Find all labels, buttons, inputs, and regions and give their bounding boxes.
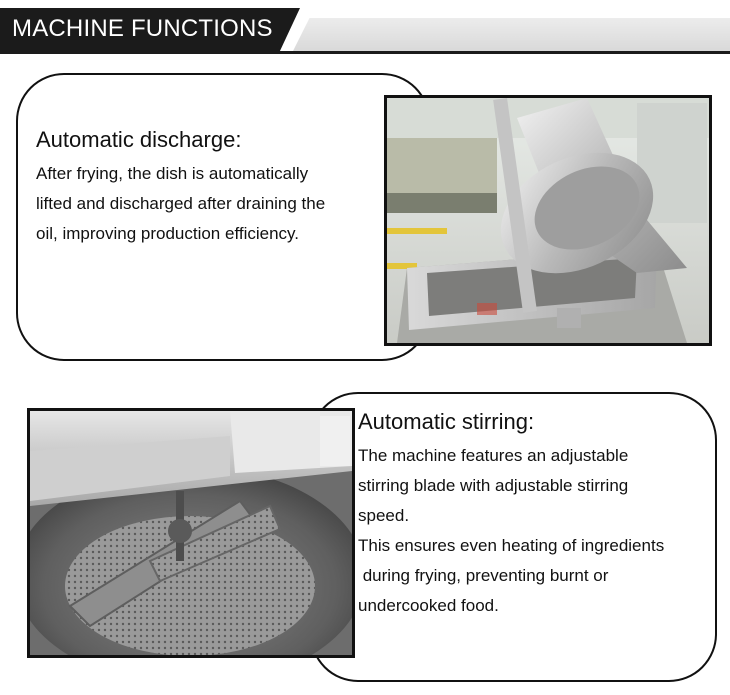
- discharge-description: After frying, the dish is automatically …: [36, 159, 325, 249]
- stirring-frame: [310, 392, 717, 682]
- header-banner: MACHINE FUNCTIONS: [0, 0, 730, 58]
- discharge-line: After frying, the dish is automatically: [36, 164, 309, 183]
- stirring-line: during frying, preventing burnt or: [358, 566, 609, 585]
- banner-dark-tab: [0, 8, 300, 53]
- discharge-heading: Automatic discharge:: [36, 127, 242, 152]
- stirring-photo: [27, 408, 355, 658]
- discharge-photo: [384, 95, 712, 346]
- stirring-line: undercooked food.: [358, 596, 499, 615]
- stirring-blade-illustration: [30, 411, 352, 655]
- discharge-frame: [16, 73, 430, 361]
- stirring-line: speed.: [358, 506, 410, 525]
- stirring-description: The machine features an adjustable stirr…: [358, 441, 664, 621]
- stirring-line: The machine features an adjustable: [358, 446, 629, 465]
- banner-grey-band: [292, 18, 730, 53]
- stirring-line: stirring blade with adjustable stirring: [358, 476, 629, 495]
- discharge-line: lifted and discharged after draining the: [36, 194, 326, 213]
- banner-underline: [0, 51, 730, 54]
- page-title: MACHINE FUNCTIONS: [12, 15, 273, 42]
- stirring-line: This ensures even heating of ingredients: [358, 536, 665, 555]
- stirring-heading: Automatic stirring:: [358, 409, 535, 434]
- discharge-line: oil, improving production efficiency.: [36, 224, 300, 243]
- fryer-discharge-illustration: [387, 98, 709, 343]
